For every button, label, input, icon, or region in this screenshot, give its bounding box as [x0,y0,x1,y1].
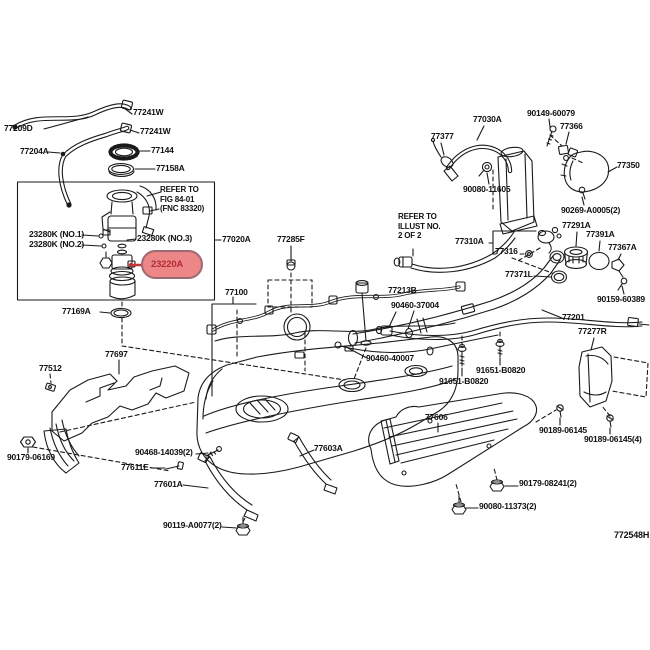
part-label-90189-06145-4: 90189-06145(4) [584,434,642,444]
breather-tube-drawing [334,231,650,356]
filler-neck-drawing [445,144,538,235]
part-label-77204a: 77204A [20,146,49,156]
skid-plate-drawing [368,392,538,487]
part-label-77209d: 77209D [4,123,33,133]
highlighted-part-pill[interactable]: 23220A [141,250,203,279]
nut-90179-06169-drawing [19,436,37,448]
part-label-77611e: 77611E [121,462,149,472]
part-label-90460-37004: 90460-37004 [391,300,439,310]
fuel-tank-drawing [196,336,459,475]
leader-lines [27,107,625,529]
part-label-91651-b0820-2: 91651-B0820 [439,376,489,386]
screw-90159-drawing [617,277,628,291]
part-label-90179-06169: 90179-06169 [7,452,55,462]
part-label-91651-b0820-1: 91651-B0820 [476,365,526,375]
part-label-77158a: 77158A [156,163,185,173]
part-label-77316: 77316 [495,246,518,256]
heat-shield-drawing [43,365,190,474]
fuel-lid-drawing [560,150,610,193]
screw-90189-drawing [556,404,614,428]
part-label-77169a: 77169A [62,306,91,316]
part-label-90149-60079: 90149-60079 [527,108,575,118]
cap-holder-77310a-drawing [525,226,562,258]
part-label-90119-a0077: 90119-A0077(2) [163,520,222,530]
clip-77367a-drawing [611,258,625,278]
fuel-hose-bundle-drawing [206,259,466,346]
part-label-90460-40007: 90460-40007 [366,353,414,363]
box-77100 [211,303,257,397]
part-label-23280k-no2: 23280K (NO.2) [29,239,85,249]
inset-box [16,181,216,301]
part-label-90269-a0005: 90269-A0005(2) [561,205,621,215]
part-label-77277r: 77277R [578,326,607,336]
diagram-code: 772548H [614,530,650,540]
part-label-90159-60389: 90159-60389 [597,294,645,304]
part-label-90080-11373: 90080-11373(2) [479,501,537,511]
part-label-77020a: 77020A [222,234,251,244]
part-label-77512: 77512 [39,363,62,373]
part-label-90189-06145: 90189-06145 [539,425,587,435]
pump-lock-ring-drawing [108,143,140,161]
part-label-90080-11605: 90080-11605 [463,184,511,194]
part-label-77100: 77100 [225,287,248,297]
note-refer-fig: REFER TO FIG 84-01 (FNC 83320) [160,185,205,213]
part-label-90179-08241: 90179-08241(2) [519,478,577,488]
tank-band-left-drawing [197,452,259,522]
clip-77512-drawing [44,382,56,392]
part-label-77201: 77201 [562,312,585,322]
grommet-90080-drawing [478,161,493,177]
part-label-77285f: 77285F [277,234,305,244]
tank-gasket-drawing [110,307,132,319]
bracket-77366-drawing [557,144,579,161]
part-label-77310a: 77310A [455,236,484,246]
dashed-guides [32,134,611,523]
part-label-77377: 77377 [431,131,454,141]
protector-77277r-drawing [578,346,649,408]
part-label-77367a: 77367A [608,242,637,252]
bolt-91651-drawing [457,339,505,367]
part-label-77601a: 77601A [154,479,183,489]
nut-90179-08241-drawing [489,479,505,492]
part-label-77371l: 77371L [505,269,533,279]
part-label-77241w-2: 77241W [140,126,171,136]
part-label-77241w-1: 77241W [133,107,164,117]
part-label-90468-14039: 90468-14039(2) [135,447,193,457]
part-label-77391a: 77391A [586,229,615,239]
part-label-77291a: 77291A [562,220,591,230]
part-label-23280k-no3: 23280K (NO.3) [137,233,193,243]
part-label-77144: 77144 [151,145,174,155]
pump-gasket-ring-drawing [107,163,135,177]
fuel-hoses-drawing [12,99,134,208]
tank-band-right-drawing [287,432,338,495]
part-label-23280k-no1: 23280K (NO.1) [29,229,85,239]
screw-90269-drawing [578,186,586,200]
part-label-77603a: 77603A [314,443,343,453]
note-refer-illust: REFER TO ILLUST NO. 2 OF 2 [398,212,441,240]
part-label-77350: 77350 [617,160,640,170]
part-label-77213b: 77213B [388,285,417,295]
bolt-90080-11373-drawing [451,495,467,515]
bolt-90119-drawing [235,516,251,536]
highlight-leader [128,262,144,268]
ring-77371l-drawing [550,270,568,284]
part-label-77697: 77697 [105,349,128,359]
part-label-77606: 77606 [425,412,448,422]
fuel-cap-77291a-drawing [563,246,589,269]
connector-77377-drawing [430,137,459,182]
part-label-23220a: 23220A [151,259,184,270]
part-label-77030a: 77030A [473,114,502,124]
bolt-77611e-drawing [165,461,184,470]
fuel-pump-assembly-drawing [98,185,157,300]
gasket-77391a-drawing [588,251,610,271]
part-label-77366: 77366 [560,121,583,131]
